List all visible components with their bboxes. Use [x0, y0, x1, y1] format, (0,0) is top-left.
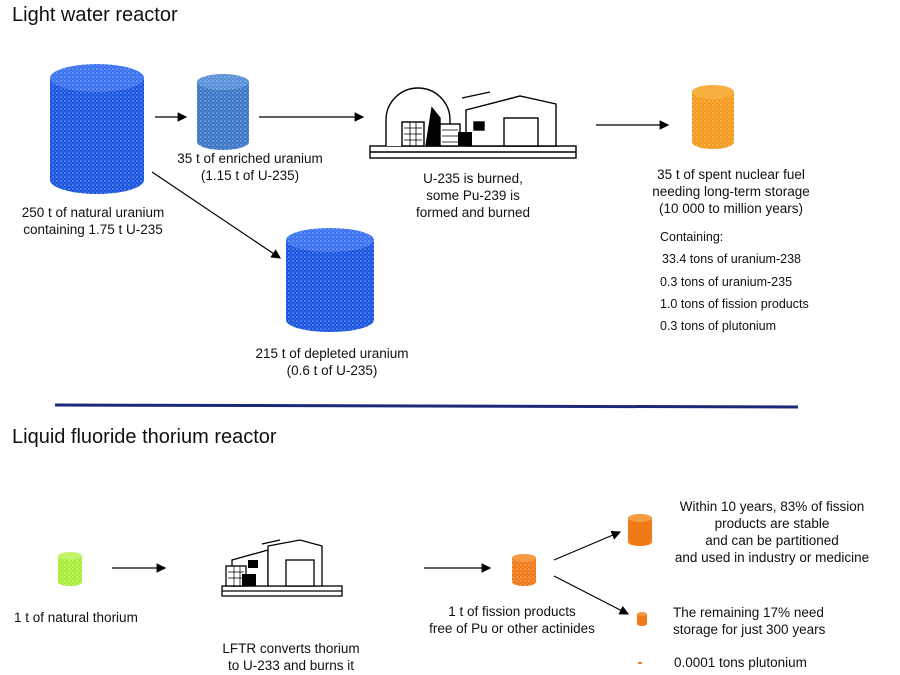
stable-products-line-2: products are stable: [714, 516, 830, 531]
natural-uranium-label: 250 t of natural uranium containing 1.75…: [4, 204, 182, 238]
enriched-uranium-label: 35 t of enriched uranium (1.15 t of U-23…: [160, 150, 340, 184]
stable-products-line-3: and can be partitioned: [705, 533, 839, 548]
containing-item-2: 0.3 tons of uranium-235: [660, 275, 793, 289]
containing-heading: Containing:: [660, 230, 724, 244]
remaining-line-2: storage for just 300 years: [673, 622, 826, 637]
stable-products-label: Within 10 years, 83% of fission products…: [656, 498, 888, 566]
section-divider: [54, 403, 799, 409]
lwr-section-title: Light water reactor: [12, 4, 178, 26]
arrow-natural-to-depleted: [151, 171, 281, 259]
fission-products-cylinder: [512, 554, 536, 586]
containing-item-4: 0.3 tons of plutonium: [660, 319, 777, 333]
enriched-uranium-line-1: 35 t of enriched uranium: [177, 151, 323, 166]
natural-thorium-label: 1 t of natural thorium: [14, 610, 138, 625]
spent-fuel-cylinder: [692, 85, 734, 149]
lwr-reactor-caption: U-235 is burned, some Pu-239 is formed a…: [388, 170, 558, 221]
arrow-fission-to-remaining: [553, 575, 630, 615]
lftr-section-title: Liquid fluoride thorium reactor: [12, 426, 277, 448]
natural-uranium-line-2: containing 1.75 t U-235: [23, 222, 163, 237]
fission-products-label: 1 t of fission products free of Pu or ot…: [412, 603, 612, 637]
natural-uranium-cylinder: [50, 64, 144, 194]
plutonium-label: 0.0001 tons plutonium: [674, 655, 807, 670]
stable-products-line-1: Within 10 years, 83% of fission: [679, 499, 865, 514]
fission-products-line-1: 1 t of fission products: [448, 604, 576, 619]
remaining-line-1: The remaining 17% need: [673, 605, 824, 620]
natural-thorium-cylinder: [58, 552, 82, 586]
lftr-caption-line-2: to U-233 and burns it: [227, 658, 355, 673]
arrow-fission-to-stable: [553, 530, 622, 561]
lwr-caption-line-1: U-235 is burned,: [423, 171, 523, 186]
spent-fuel-line-3: (10 000 to million years): [658, 201, 804, 216]
depleted-uranium-label: 215 t of depleted uranium (0.6 t of U-23…: [232, 345, 432, 379]
natural-uranium-line-1: 250 t of natural uranium: [21, 205, 165, 220]
stable-products-line-4: and used in industry or medicine: [674, 550, 870, 565]
lwr-reactor-building-icon: [369, 87, 577, 159]
enriched-uranium-line-2: (1.15 t of U-235): [200, 168, 300, 183]
lwr-caption-line-2: some Pu-239 is: [426, 188, 520, 203]
spent-fuel-line-1: 35 t of spent nuclear fuel: [657, 167, 805, 182]
stable-products-cylinder: [628, 514, 652, 546]
containing-item-1: 33.4 tons of uranium-238: [662, 252, 801, 266]
remaining-products-cylinder: [637, 612, 647, 626]
spent-fuel-line-2: needing long-term storage: [652, 184, 810, 199]
depleted-uranium-cylinder: [286, 228, 374, 332]
fission-products-line-2: free of Pu or other actinides: [429, 621, 595, 636]
lftr-reactor-caption: LFTR converts thorium to U-233 and burns…: [196, 640, 386, 674]
enriched-uranium-cylinder: [197, 74, 249, 150]
spent-fuel-label: 35 t of spent nuclear fuel needing long-…: [636, 166, 826, 217]
depleted-uranium-line-2: (0.6 t of U-235): [286, 363, 378, 378]
lftr-reactor-building-icon: [221, 539, 343, 597]
lwr-caption-line-3: formed and burned: [415, 205, 531, 220]
remaining-label: The remaining 17% need storage for just …: [673, 604, 825, 638]
depleted-uranium-line-1: 215 t of depleted uranium: [255, 346, 409, 361]
plutonium-speck: [638, 661, 642, 665]
lftr-caption-line-1: LFTR converts thorium: [222, 641, 360, 656]
containing-item-3: 1.0 tons of fission products: [660, 297, 809, 311]
